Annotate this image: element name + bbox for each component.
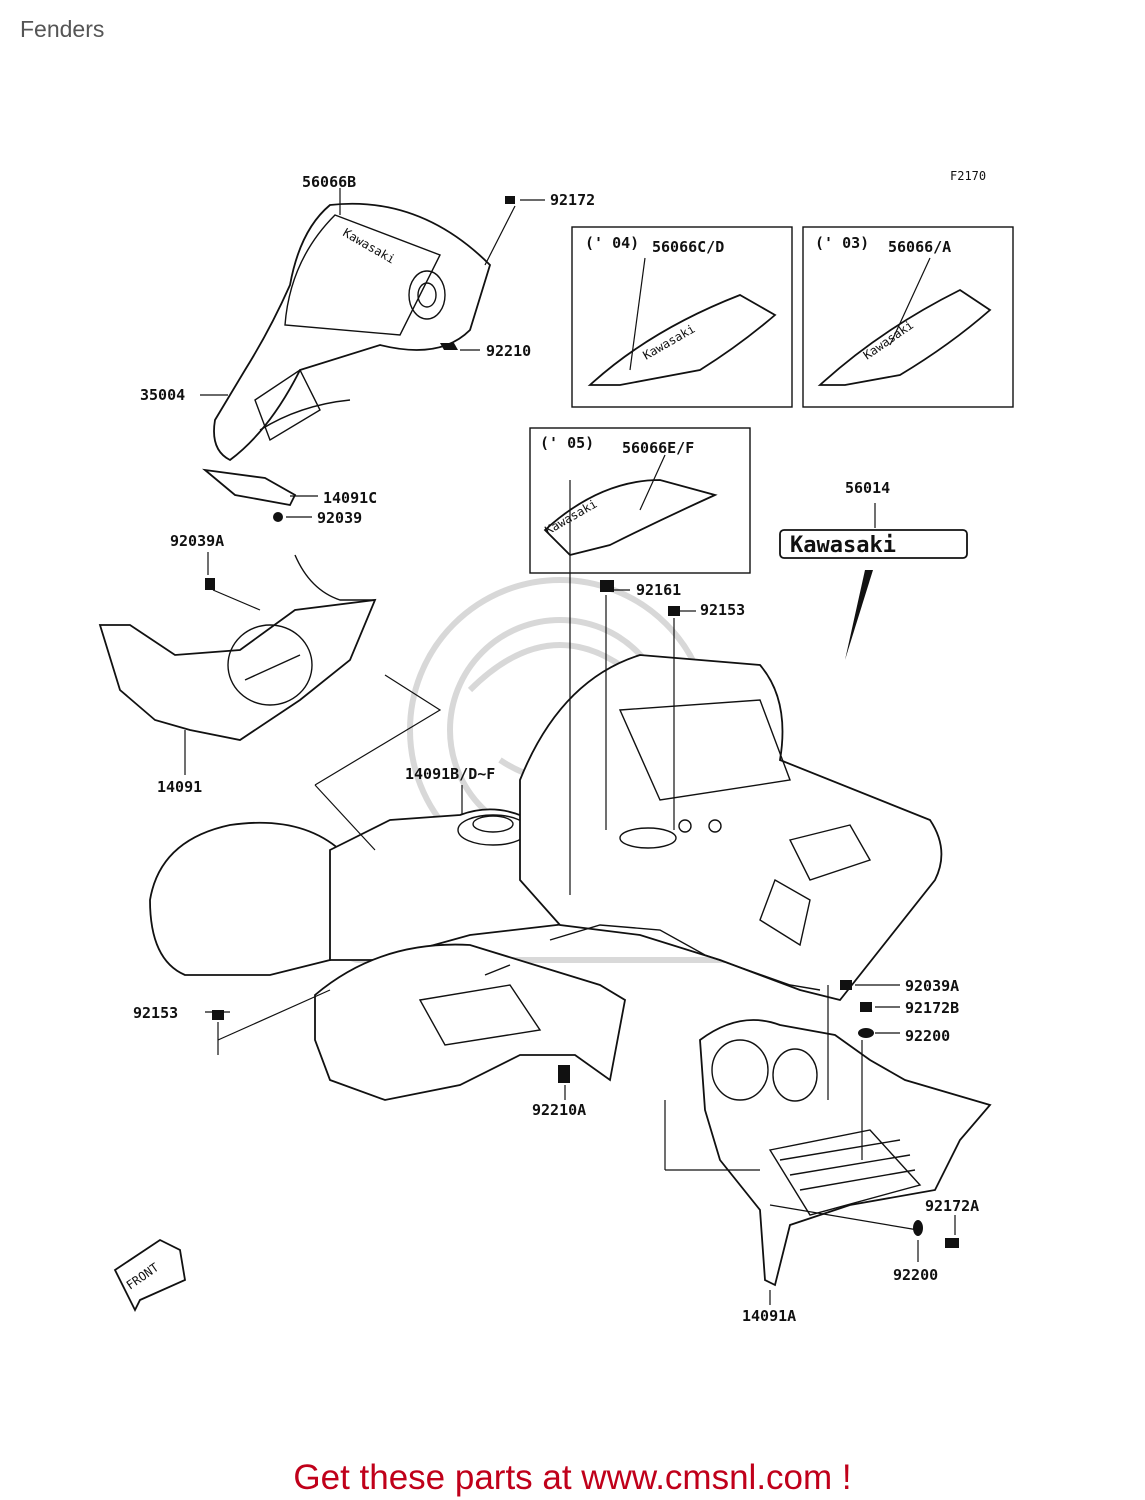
bolt-92172A-icon — [945, 1238, 959, 1248]
label-14091C: 14091C — [323, 489, 377, 507]
decal-2004: Kawasaki — [587, 294, 777, 386]
label-56014: 56014 — [845, 479, 890, 497]
decal-box-2004 — [571, 226, 793, 408]
inner-fender-front — [98, 554, 377, 741]
label-35004: 35004 — [140, 386, 185, 404]
decal-2003: Kawasaki — [817, 288, 992, 386]
emblem-text: Kawasaki — [790, 533, 896, 558]
label-92172B: 92172B — [905, 999, 959, 1017]
label-56066CD: 56066C/D — [652, 238, 724, 256]
label-92039A-right: 92039A — [905, 977, 959, 995]
nut-92210-icon — [440, 343, 458, 350]
decal-2005: Kawasaki — [543, 479, 718, 556]
label-14091: 14091 — [157, 778, 202, 796]
bolt-92039A-icon — [205, 578, 215, 590]
washer-92200-bottom-icon — [913, 1220, 923, 1236]
label-92172A: 92172A — [925, 1197, 979, 1215]
label-92200-top: 92200 — [905, 1027, 950, 1045]
decal-box-2003 — [802, 226, 1014, 408]
label-year-2004: (' 04) — [585, 234, 639, 252]
screw-92172-icon — [505, 196, 515, 204]
emblem-56014 — [779, 529, 968, 559]
label-year-2003: (' 03) — [815, 234, 869, 252]
label-92210: 92210 — [486, 342, 531, 360]
decal-box-2005 — [529, 427, 751, 574]
label-92172: 92172 — [550, 191, 595, 209]
nut-92210A-icon — [558, 1065, 570, 1083]
bolt-92153-top-icon — [668, 606, 680, 616]
label-92039A-top: 92039A — [170, 532, 224, 550]
label-92161: 92161 — [636, 581, 681, 599]
label-14091A: 14091A — [742, 1307, 796, 1325]
fenders-parts-diagram: F2170 Kawasaki Kawasaki Kawasaki Kawasak… — [98, 169, 1014, 1325]
label-56066A: 56066/A — [888, 238, 951, 256]
footer-promo-text: Get these parts at www.cmsnl.com ! — [293, 1458, 852, 1497]
leader-lines — [184, 188, 956, 1305]
front-direction-arrow-icon: FRONT — [113, 1238, 187, 1313]
front-fender-cover: Kawasaki — [213, 202, 492, 462]
label-92200-bottom: 92200 — [893, 1266, 938, 1284]
label-56066EF: 56066E/F — [622, 439, 694, 457]
label-92153-left: 92153 — [133, 1004, 178, 1022]
main-fender-assembly — [149, 654, 943, 1101]
diagram-code: F2170 — [950, 169, 986, 183]
emblem-pointer — [845, 570, 873, 660]
label-14091BDF: 14091B/D~F — [405, 765, 495, 783]
label-56066B: 56066B — [302, 173, 356, 191]
bolt-92172B-icon — [860, 1002, 872, 1012]
footrest-fender-14091A — [699, 1019, 992, 1287]
label-92210A: 92210A — [532, 1101, 586, 1119]
grommet-92161-icon — [600, 580, 614, 592]
washer-92200-top-icon — [858, 1028, 874, 1038]
page-title: Fenders — [20, 16, 105, 42]
bolt-92039A-right-icon — [840, 980, 852, 990]
label-year-2005: (' 05) — [540, 434, 594, 452]
bolt-92039-icon — [273, 512, 283, 522]
label-92153-top: 92153 — [700, 601, 745, 619]
plate-14091C — [202, 468, 297, 507]
label-92039: 92039 — [317, 509, 362, 527]
